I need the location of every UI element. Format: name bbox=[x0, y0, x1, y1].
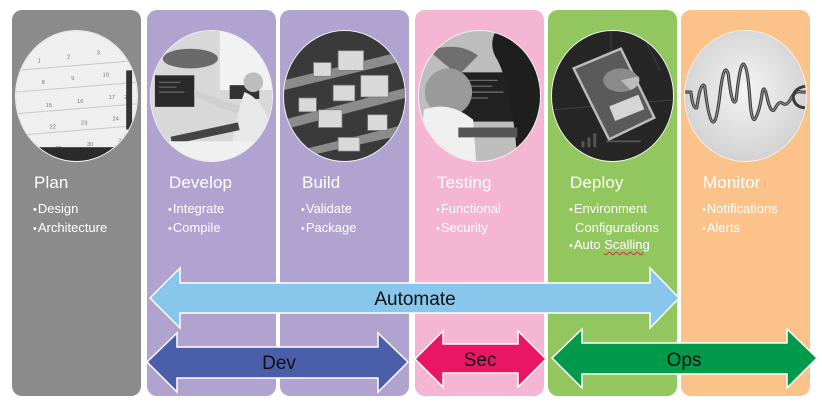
developer-at-computer-image bbox=[150, 30, 273, 162]
svg-text:30: 30 bbox=[87, 142, 94, 148]
dev-arrow bbox=[145, 331, 410, 394]
svg-text:22: 22 bbox=[49, 124, 56, 130]
bullet-dot: • bbox=[301, 204, 305, 216]
dev-label: Dev bbox=[262, 353, 296, 374]
ops-arrow bbox=[550, 327, 819, 390]
svg-text:2: 2 bbox=[67, 55, 70, 61]
svg-text:9: 9 bbox=[71, 76, 74, 82]
bullet-dot: • bbox=[33, 204, 37, 216]
stage-title: Develop bbox=[169, 173, 233, 192]
bullet-item: •Functional bbox=[436, 200, 501, 219]
svg-text:15: 15 bbox=[46, 103, 53, 109]
bullet-text: Design bbox=[37, 201, 79, 216]
bullet-text: Package bbox=[305, 220, 357, 235]
bullet-text: Auto Scalling bbox=[573, 237, 650, 252]
bullet-dot: • bbox=[569, 240, 573, 252]
svg-text:8: 8 bbox=[42, 80, 46, 86]
automate-arrow bbox=[148, 266, 681, 330]
bullet-item: •Notifications bbox=[702, 200, 778, 219]
bullet-text: Alerts bbox=[706, 220, 741, 235]
bullet-text: Integrate bbox=[172, 201, 225, 216]
svg-text:17: 17 bbox=[108, 95, 115, 101]
stage-card-testing: Testing •Functional •Security bbox=[415, 10, 544, 396]
bullet-item: •Alerts bbox=[702, 219, 778, 238]
bullet-text: Functional bbox=[440, 201, 501, 216]
bullet-text: Architecture bbox=[37, 220, 108, 235]
bullet-dot: • bbox=[168, 223, 172, 235]
automate-label: Automate bbox=[374, 289, 456, 310]
sec-arrow bbox=[413, 329, 548, 389]
bullet-item: •Security bbox=[436, 219, 501, 238]
stage-card-build: Build •Validate •Package bbox=[280, 10, 409, 396]
svg-text:10: 10 bbox=[103, 72, 110, 78]
sec-label: Sec bbox=[463, 350, 497, 371]
bullet-text: Environment bbox=[573, 201, 647, 216]
stage-title: Deploy bbox=[570, 173, 624, 192]
svg-text:24: 24 bbox=[112, 117, 119, 123]
bullet-dot: • bbox=[436, 204, 440, 216]
bullet-text: Validate bbox=[305, 201, 352, 216]
spellcheck-flagged-word: Scalling bbox=[604, 237, 650, 252]
stage-bullets: •Validate •Package bbox=[301, 200, 356, 238]
bullet-item: •Architecture bbox=[33, 219, 107, 238]
bullet-dot: • bbox=[569, 204, 573, 216]
stage-bullets: •Integrate •Compile bbox=[168, 200, 224, 238]
bullet-text-continued: Configurations bbox=[575, 220, 659, 235]
bullet-dot: • bbox=[702, 204, 706, 216]
phone-dashboard-image bbox=[551, 30, 674, 162]
bullet-item: •Compile bbox=[168, 219, 224, 238]
stage-bullets: •Functional •Security bbox=[436, 200, 501, 238]
svg-text:23: 23 bbox=[81, 121, 88, 127]
bullet-item: •Design bbox=[33, 200, 107, 219]
svg-text:31: 31 bbox=[118, 138, 125, 144]
bullet-item: •Auto Scalling bbox=[569, 236, 659, 255]
bullet-item: •Package bbox=[301, 219, 356, 238]
waveform-image bbox=[684, 30, 807, 162]
stage-bullets: •Design •Architecture bbox=[33, 200, 107, 238]
bullet-item: •Integrate bbox=[168, 200, 224, 219]
bullet-dot: • bbox=[436, 223, 440, 235]
stage-title: Monitor bbox=[703, 173, 761, 192]
stage-bullets: •Notifications •Alerts bbox=[702, 200, 778, 238]
svg-text:3: 3 bbox=[97, 51, 101, 57]
bullet-dot: • bbox=[33, 223, 37, 235]
testers-at-screen-image bbox=[418, 30, 541, 162]
bullet-dot: • bbox=[301, 223, 305, 235]
bullet-text: Notifications bbox=[706, 201, 778, 216]
svg-text:16: 16 bbox=[77, 99, 84, 105]
bullet-item: •Validate bbox=[301, 200, 356, 219]
ops-label: Ops bbox=[666, 350, 702, 371]
bullet-text: Compile bbox=[172, 220, 221, 235]
stage-title: Testing bbox=[437, 173, 492, 192]
conveyor-boxes-image bbox=[283, 30, 406, 162]
stage-card-develop: Develop •Integrate •Compile bbox=[147, 10, 276, 396]
stage-title: Build bbox=[302, 173, 341, 192]
bullet-dot: • bbox=[702, 223, 706, 235]
bullet-dot: • bbox=[168, 204, 172, 216]
stage-title: Plan bbox=[34, 173, 69, 192]
bullet-text: Security bbox=[440, 220, 488, 235]
svg-text:1: 1 bbox=[38, 59, 41, 65]
